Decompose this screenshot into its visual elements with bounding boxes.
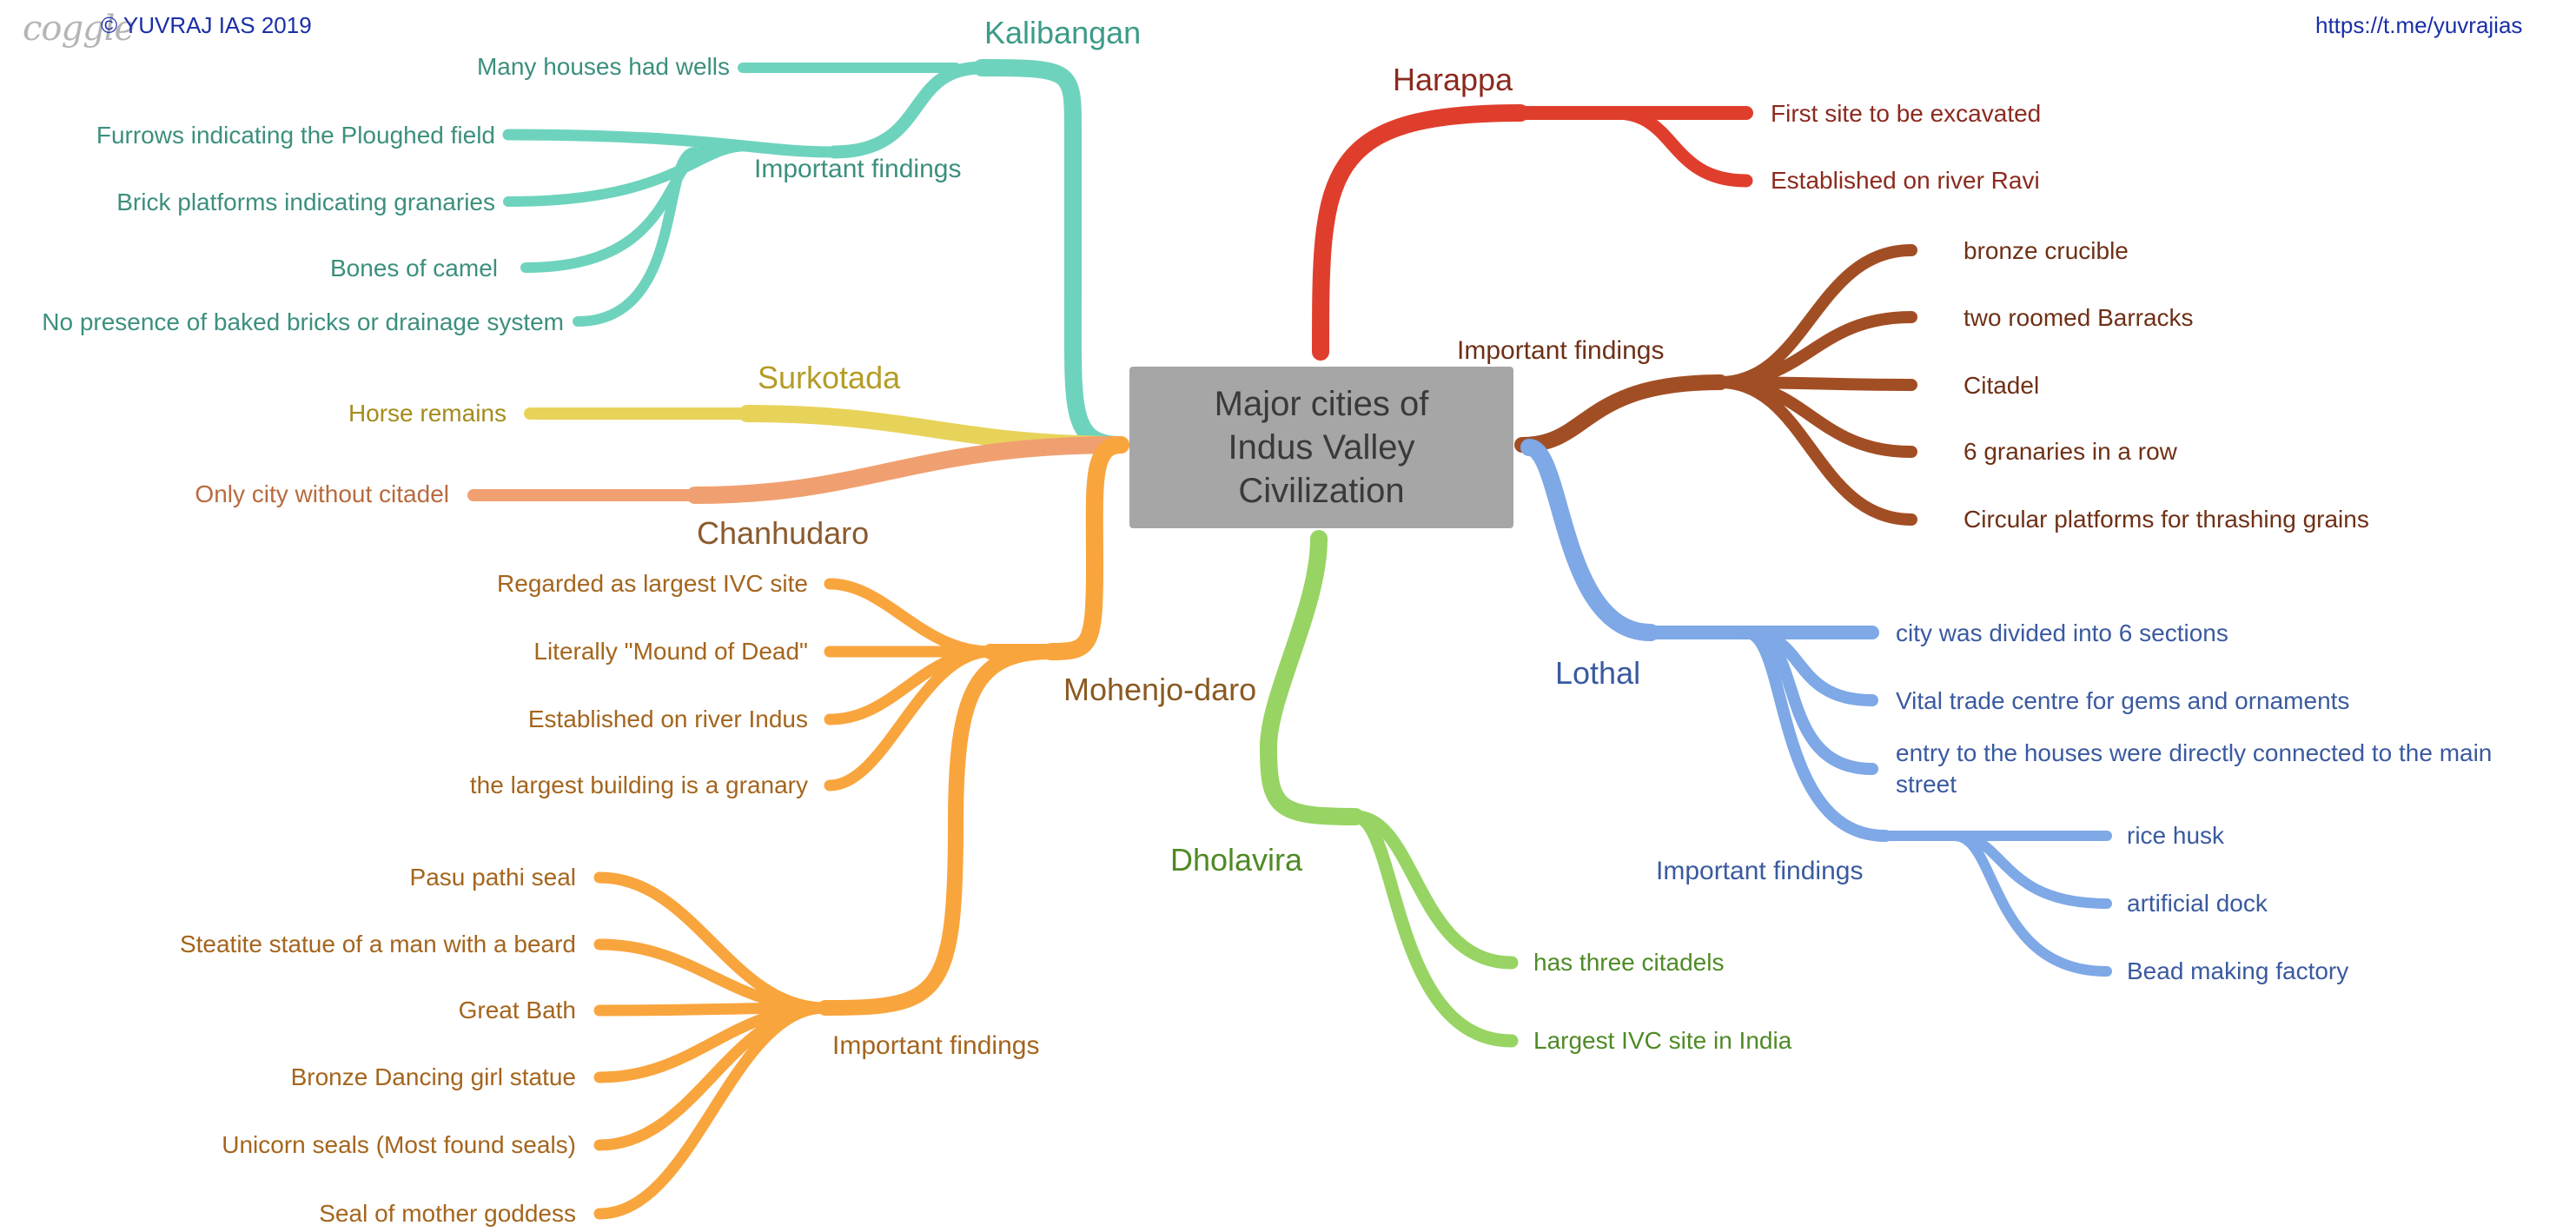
- mohenjo-leaf-1[interactable]: Regarded as largest IVC site: [497, 570, 808, 597]
- mohenjo-finding-5[interactable]: Unicorn seals (Most found seals): [222, 1131, 576, 1158]
- harappa-finding-4[interactable]: 6 granaries in a row: [1963, 438, 2177, 465]
- central-topic[interactable]: Major cities of Indus Valley Civilizatio…: [1129, 367, 1513, 528]
- kalibangan-findings-label[interactable]: Important findings: [754, 155, 962, 183]
- kalibangan-leaf-1[interactable]: Many houses had wells: [476, 53, 730, 80]
- topic-mohenjo-daro[interactable]: Mohenjo-daro: [1063, 672, 1257, 707]
- mohenjo-finding-1[interactable]: Pasu pathi seal: [409, 864, 576, 891]
- dholavira-leaf-2[interactable]: Largest IVC site in India: [1533, 1027, 1792, 1054]
- kalibangan-finding-3[interactable]: Bones of camel: [330, 255, 498, 282]
- kalibangan-finding-1[interactable]: Furrows indicating the Ploughed field: [96, 122, 495, 149]
- coggle-logo: coggle: [23, 9, 135, 49]
- copyright-text: © YUVRAJ IAS 2019: [101, 12, 312, 38]
- kalibangan-finding-4[interactable]: No presence of baked bricks or drainage …: [42, 308, 564, 335]
- chanhudaro-branch-lines: [467, 436, 1129, 504]
- mohenjo-finding-3[interactable]: Great Bath: [458, 997, 576, 1023]
- harappa-branch-lines: [1312, 104, 1753, 361]
- mohenjo-finding-6[interactable]: Seal of mother goddess: [319, 1200, 576, 1227]
- chanhudaro-leaf-1[interactable]: Only city without citadel: [195, 480, 449, 507]
- harappa-leaf-2[interactable]: Established on river Ravi: [1771, 167, 2040, 194]
- kalibangan-finding-2[interactable]: Brick platforms indicating granaries: [116, 189, 495, 215]
- topic-harappa[interactable]: Harappa: [1393, 62, 1513, 97]
- lothal-leaf-2[interactable]: Vital trade centre for gems and ornament…: [1896, 687, 2350, 714]
- surkotada-leaf-1[interactable]: Horse remains: [348, 400, 507, 427]
- mohenjo-finding-4[interactable]: Bronze Dancing girl statue: [290, 1063, 576, 1090]
- kalibangan-branch-lines: [502, 59, 1129, 454]
- dholavira-leaf-1[interactable]: has three citadels: [1533, 949, 1725, 976]
- harappa-findings-lines: [1514, 244, 1917, 526]
- topic-surkotada[interactable]: Surkotada: [758, 360, 901, 395]
- mohenjo-leaf-3[interactable]: Established on river Indus: [527, 705, 808, 732]
- lothal-branch-lines: [1520, 439, 2112, 977]
- dholavira-branch-lines: [1259, 530, 1519, 1048]
- topic-chanhudaro[interactable]: Chanhudaro: [697, 515, 870, 551]
- telegram-link[interactable]: https://t.me/yuvrajias: [2315, 12, 2523, 38]
- lothal-leaf-1[interactable]: city was divided into 6 sections: [1896, 619, 2228, 646]
- harappa-findings-label[interactable]: Important findings: [1457, 336, 1665, 365]
- mohenjo-leaf-2[interactable]: Literally "Mound of Dead": [533, 638, 808, 665]
- lothal-finding-3[interactable]: Bead making factory: [2127, 957, 2349, 984]
- mohenjo-finding-2[interactable]: Steatite statue of a man with a beard: [179, 931, 576, 957]
- mohenjo-leaf-4[interactable]: the largest building is a granary: [469, 772, 808, 798]
- mohenjo-branch-lines: [593, 436, 1129, 1220]
- harappa-finding-2[interactable]: two roomed Barracks: [1963, 304, 2194, 331]
- harappa-finding-3[interactable]: Citadel: [1963, 372, 2040, 399]
- mohenjo-findings-label[interactable]: Important findings: [832, 1031, 1040, 1060]
- topic-dholavira[interactable]: Dholavira: [1170, 842, 1303, 878]
- topic-lothal[interactable]: Lothal: [1555, 655, 1641, 691]
- harappa-leaf-1[interactable]: First site to be excavated: [1771, 100, 2042, 127]
- lothal-finding-2[interactable]: artificial dock: [2127, 890, 2268, 917]
- topic-kalibangan[interactable]: Kalibangan: [984, 15, 1142, 50]
- harappa-finding-5[interactable]: Circular platforms for thrashing grains: [1963, 506, 2369, 533]
- lothal-leaf-3-line-2[interactable]: street: [1896, 771, 1957, 798]
- harappa-finding-1[interactable]: bronze crucible: [1963, 237, 2129, 264]
- lothal-leaf-3-line-1[interactable]: entry to the houses were directly connec…: [1896, 739, 2493, 766]
- lothal-finding-1[interactable]: rice husk: [2127, 822, 2225, 849]
- lothal-findings-label[interactable]: Important findings: [1656, 857, 1864, 885]
